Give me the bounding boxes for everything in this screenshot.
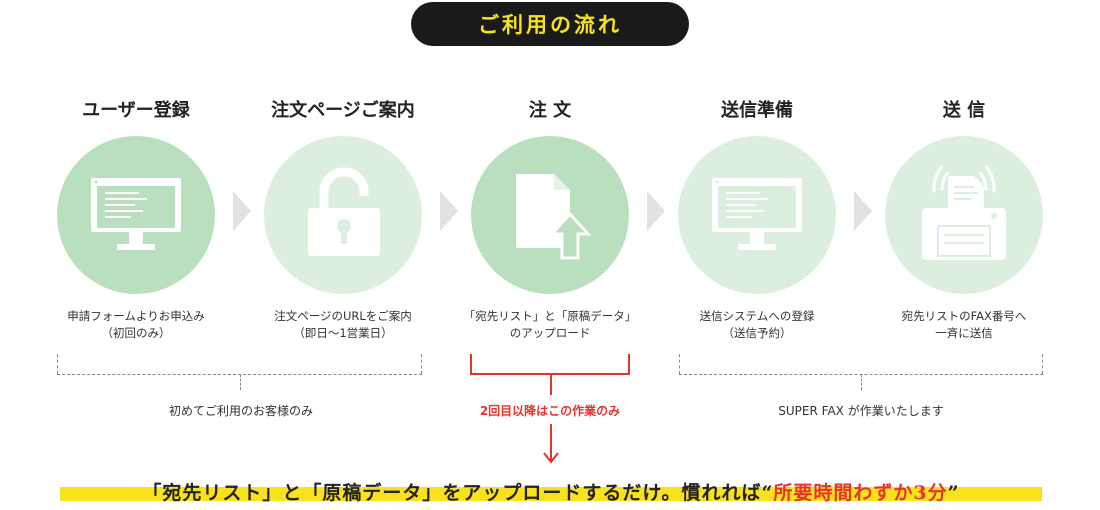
chevron-right-icon — [233, 191, 251, 231]
monitor-icon — [712, 178, 802, 250]
step-desc-user-registration: 申請フォームよりお申込み （初回のみ） — [26, 308, 246, 342]
fax-icon — [922, 165, 1006, 260]
step-title-order-page-guide: 注文ページご案内 — [271, 100, 415, 121]
chevron-right-icon — [440, 191, 458, 231]
step-title-order: 注 文 — [528, 100, 572, 121]
desc-line: 一斉に送信 — [935, 326, 993, 340]
bracket-left — [57, 374, 422, 375]
bracket-left — [240, 374, 241, 390]
desc-line: のアップロード — [509, 326, 591, 340]
bracket-center — [470, 354, 472, 374]
file-upload-icon — [516, 174, 592, 260]
tagline-accent: 所要時間わずか3分 — [773, 482, 948, 504]
tagline-main: 「宛先リスト」と「原稿データ」をアップロードするだけ。慣れれば — [142, 482, 762, 504]
desc-line: 送信システムへの登録 — [699, 309, 815, 323]
desc-line: （初回のみ） — [101, 326, 171, 340]
tagline-highlight — [60, 487, 1042, 501]
desc-line: 宛先リストのFAX番号へ — [901, 309, 1027, 323]
tagline-quote: ” — [947, 482, 960, 504]
desc-line: 注文ページのURLをご案内 — [274, 309, 412, 323]
step-title-user-registration: ユーザー登録 — [82, 100, 190, 121]
note-repeat: 2回目以降はこの作業のみ — [479, 404, 621, 418]
tagline-quote: “ — [761, 482, 774, 504]
arrow-down-icon — [543, 452, 559, 464]
tagline: 「宛先リスト」と「原稿データ」をアップロードするだけ。慣れれば“所要時間わずか3… — [60, 478, 1042, 505]
bracket-right — [861, 374, 862, 390]
bracket-center — [550, 373, 552, 395]
note-super-fax: SUPER FAX が作業いたします — [778, 404, 944, 418]
desc-line: （即日～1営業日） — [293, 326, 393, 340]
arrow-down-icon — [550, 424, 552, 460]
monitor-icon — [91, 178, 181, 250]
step-title-send-preparation: 送信準備 — [721, 100, 793, 121]
step-desc-order: 「宛先リスト」と「原稿データ」 のアップロード — [440, 308, 660, 342]
chevron-right-icon — [854, 191, 872, 231]
note-first-only: 初めてご利用のお客様のみ — [168, 404, 313, 418]
bracket-right — [1042, 354, 1043, 374]
bracket-center — [628, 354, 630, 374]
step-desc-order-page-guide: 注文ページのURLをご案内 （即日～1営業日） — [233, 308, 453, 342]
step-title-send: 送 信 — [942, 100, 986, 121]
step-desc-send-preparation: 送信システムへの登録 （送信予約） — [647, 308, 867, 342]
desc-line: 「宛先リスト」と「原稿データ」 — [463, 309, 637, 323]
step-desc-send: 宛先リストのFAX番号へ 一斉に送信 — [854, 308, 1074, 342]
bracket-left — [421, 354, 422, 374]
bracket-right — [679, 354, 680, 374]
desc-line: （送信予約） — [722, 326, 792, 340]
chevron-right-icon — [647, 191, 665, 231]
padlock-icon — [308, 167, 380, 256]
page-title: ご利用の流れ — [411, 2, 689, 46]
bracket-left — [57, 354, 58, 374]
desc-line: 申請フォームよりお申込み — [67, 309, 205, 323]
